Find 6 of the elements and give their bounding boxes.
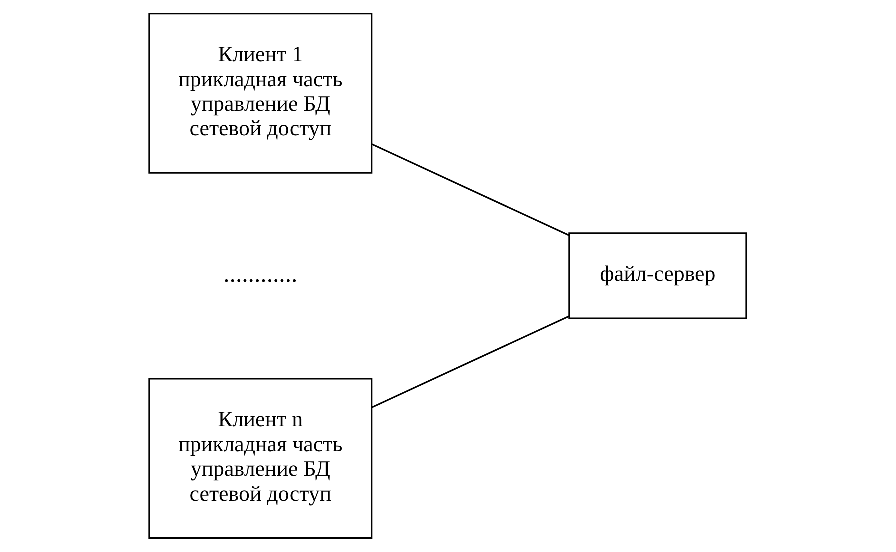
node-box: файл-сервер bbox=[568, 232, 748, 320]
node-box: Клиент 1 прикладная часть управление БД сетевой доступ bbox=[148, 13, 373, 174]
node-box: Клиент n прикладная часть управление БД сетевой доступ bbox=[148, 378, 373, 539]
connector bbox=[372, 316, 570, 408]
label: ............ bbox=[224, 261, 298, 288]
connector bbox=[372, 144, 570, 236]
